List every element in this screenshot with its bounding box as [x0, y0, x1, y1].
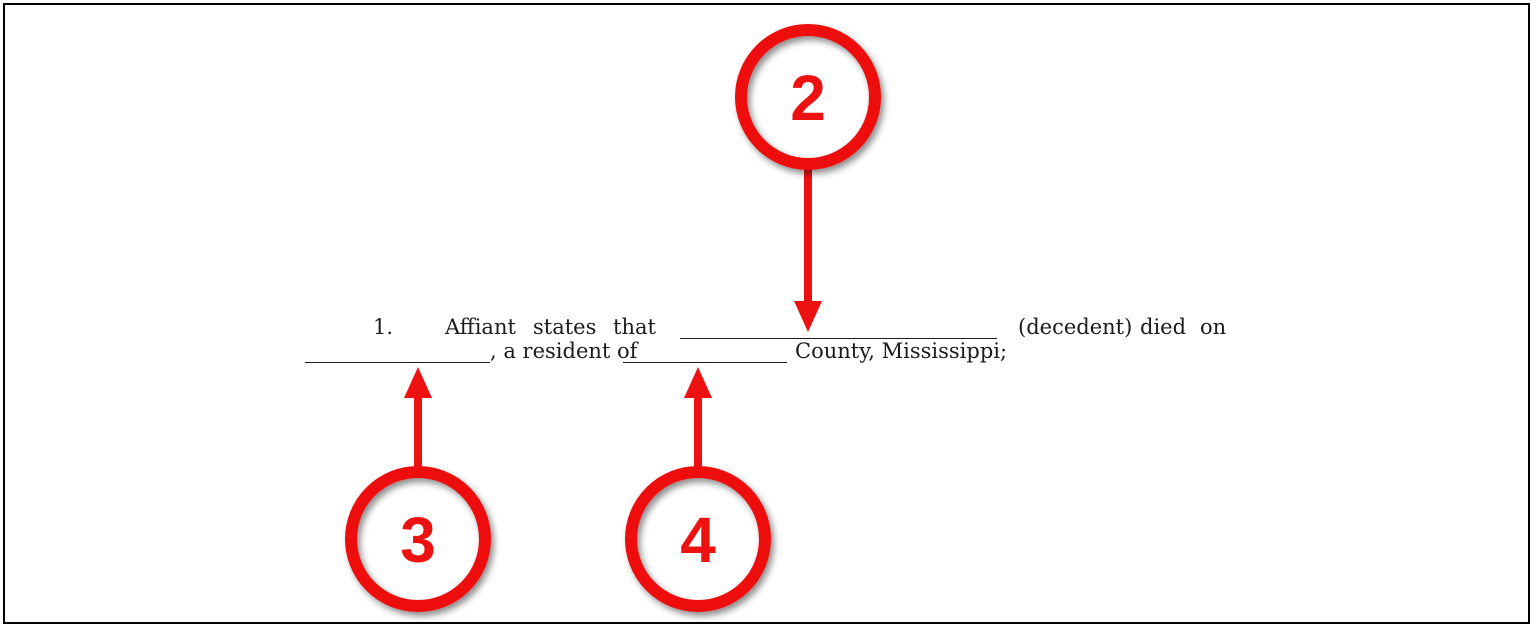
word-states: states [533, 315, 597, 339]
blank-decedent-name [680, 338, 997, 339]
word-affiant: Affiant [445, 315, 516, 339]
word-that: that [613, 315, 656, 339]
blank-county-name [623, 362, 787, 363]
word-on: on [1200, 315, 1227, 339]
word-decedent: (decedent) [1018, 315, 1133, 339]
word-died: died [1140, 315, 1187, 339]
list-number: 1. [373, 315, 394, 339]
text-county-mississippi: County, Mississippi; [795, 339, 1008, 363]
text-a-resident-of: , a resident of [490, 339, 638, 363]
blank-death-date [305, 362, 490, 363]
